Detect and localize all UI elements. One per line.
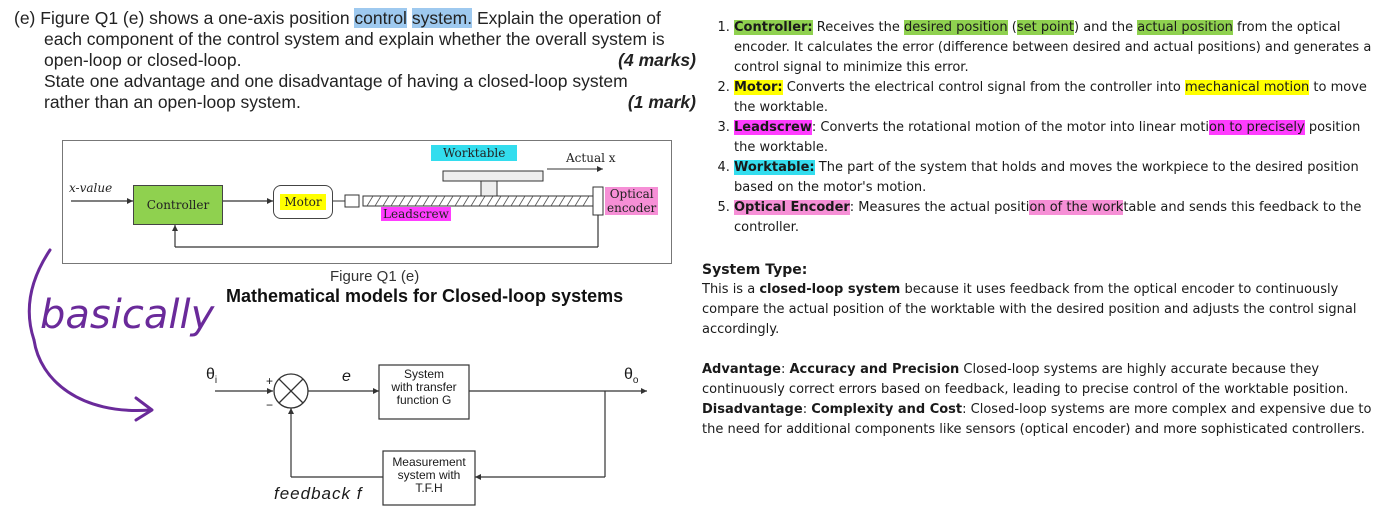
advantage-label: Advantage <box>702 362 781 377</box>
worktable-label: Worktable <box>431 145 518 161</box>
worktable-term: Worktable: <box>734 160 815 175</box>
theta-o-label: θo <box>624 366 638 386</box>
measurement-line-2: system with <box>397 468 461 482</box>
advantage-title: Accuracy and Precision <box>789 362 960 377</box>
closed-loop-diagram <box>215 364 647 506</box>
item-text: to move the worktable. <box>734 80 1367 115</box>
list-item-motor: Motor: Converts the electrical control s… <box>734 78 1382 118</box>
system-line-3: function G <box>396 393 452 407</box>
optical-encoder-term: Optical Encoder <box>734 200 850 215</box>
question-line-4: State one advantage and one disadvantage… <box>44 71 628 91</box>
theta-i-sub: i <box>214 375 218 387</box>
figure-caption: Figure Q1 (e) <box>330 268 420 285</box>
measurement-line-3: T.F.H <box>415 481 443 495</box>
optical-label: Optical <box>609 187 654 201</box>
question-line-3: open-loop or closed-loop. (4 marks) <box>14 50 696 71</box>
system-line-2: with transfer <box>391 380 457 394</box>
controller-block: Controller <box>133 185 223 225</box>
x-value-label: x-value <box>69 181 113 195</box>
figure-q1e: x-value Controller Motor Leadscrew Workt… <box>62 140 672 264</box>
st-text: because it uses feedback from the optica… <box>702 282 1357 337</box>
spacer <box>702 340 1382 360</box>
item-text: ( <box>1007 20 1017 35</box>
controller-term: Controller: <box>734 20 813 35</box>
highlight-mechanical-motion: mechanical motion <box>1185 80 1310 95</box>
marks-4: (4 marks) <box>618 50 696 70</box>
highlight-actual-position: actual position <box>1137 20 1233 35</box>
system-type-heading: System Type: <box>702 262 808 278</box>
minus-sign: − <box>266 398 274 412</box>
highlight-worktable: on of the work <box>1029 200 1124 215</box>
theta-symbol: θ <box>206 366 215 383</box>
math-models-title: Mathematical models for Closed-loop syst… <box>226 286 624 306</box>
motor-block: Motor <box>273 185 333 219</box>
list-item-worktable: Worktable: The part of the system that h… <box>734 158 1382 198</box>
disadvantage-title: Complexity and Cost <box>811 402 963 417</box>
list-item-optical-encoder: Optical Encoder: Measures the actual pos… <box>734 198 1382 238</box>
colon: : <box>780 362 790 377</box>
list-item-controller: Controller: Receives the desired positio… <box>734 18 1382 78</box>
motor-term: Motor: <box>734 80 783 95</box>
st-text: This is a <box>702 282 760 297</box>
question-line-1: (e) Figure Q1 (e) shows a one-axis posit… <box>14 8 696 29</box>
highlight-set-point: set point <box>1016 20 1074 35</box>
advantage-text: Closed-loop systems are highly accurate … <box>702 362 1349 397</box>
question-text: open-loop or closed-loop. <box>44 50 242 70</box>
question-text: Explain the operation of <box>472 8 661 28</box>
item-text: Receives the <box>812 20 905 35</box>
component-list: Controller: Receives the desired positio… <box>702 18 1382 238</box>
answer-block: Controller: Receives the desired positio… <box>702 18 1382 440</box>
advantage-paragraph: Advantage: Accuracy and Precision Closed… <box>702 360 1382 400</box>
system-block: System with transfer function G <box>379 368 469 407</box>
item-text: : Measures the actual positi <box>849 200 1030 215</box>
item-text: The part of the system that holds and mo… <box>734 160 1359 195</box>
encoder-label: encoder <box>607 201 657 215</box>
plus-sign: + <box>266 374 274 388</box>
question-text: rather than an open-loop system. <box>44 92 301 112</box>
item-text: table and sends this feedback to the con… <box>734 200 1362 235</box>
motor-label: Motor <box>280 194 326 210</box>
question-text: (e) Figure Q1 (e) shows a one-axis posit… <box>14 8 355 28</box>
optical-encoder-label: Optical encoder <box>605 187 659 215</box>
colon: : <box>802 402 812 417</box>
item-text: position the worktable. <box>734 120 1361 155</box>
leadscrew-label: Leadscrew <box>381 207 451 221</box>
item-text: : Converts the rotational motion of the … <box>811 120 1210 135</box>
handwritten-annotation: basically <box>27 248 216 422</box>
question-line-5: rather than an open-loop system. (1 mark… <box>14 92 696 113</box>
disadvantage-label: Disadvantage <box>702 402 803 417</box>
theta-symbol: θ <box>624 366 633 383</box>
error-label: e <box>342 368 351 385</box>
actual-x-label: Actual x <box>566 151 616 165</box>
theta-o-sub: o <box>632 375 639 387</box>
item-text: from the optical encoder. It calculates … <box>734 20 1372 75</box>
leadscrew-term: Leadscrew <box>734 120 812 135</box>
system-type-paragraph: This is a closed-loop system because it … <box>702 280 1382 340</box>
measurement-line-1: Measurement <box>392 455 466 469</box>
item-text: ) and the <box>1073 20 1138 35</box>
question-line-2: each component of the control system and… <box>44 29 665 49</box>
theta-i-label: θi <box>206 366 217 386</box>
highlight-control: control <box>354 8 407 28</box>
marks-1: (1 mark) <box>627 92 696 112</box>
highlight-desired-position: desired position <box>904 20 1008 35</box>
highlight-precisely: on to precisely <box>1209 120 1305 135</box>
highlight-system: system. <box>411 8 473 28</box>
item-text: Converts the electrical control signal f… <box>782 80 1186 95</box>
system-line-1: System <box>403 367 444 381</box>
list-item-leadscrew: Leadscrew: Converts the rotational motio… <box>734 118 1382 158</box>
feedback-label: feedback f <box>274 484 363 503</box>
closed-loop-term: closed-loop system <box>759 282 901 297</box>
figure-lines <box>71 166 604 248</box>
measurement-block: Measurement system with T.F.H <box>383 456 475 495</box>
handwriting-text: basically <box>40 292 216 338</box>
disadvantage-text: : Closed-loop systems are more complex a… <box>702 402 1372 437</box>
question-block: (e) Figure Q1 (e) shows a one-axis posit… <box>14 8 696 113</box>
disadvantage-paragraph: Disadvantage: Complexity and Cost: Close… <box>702 400 1382 440</box>
